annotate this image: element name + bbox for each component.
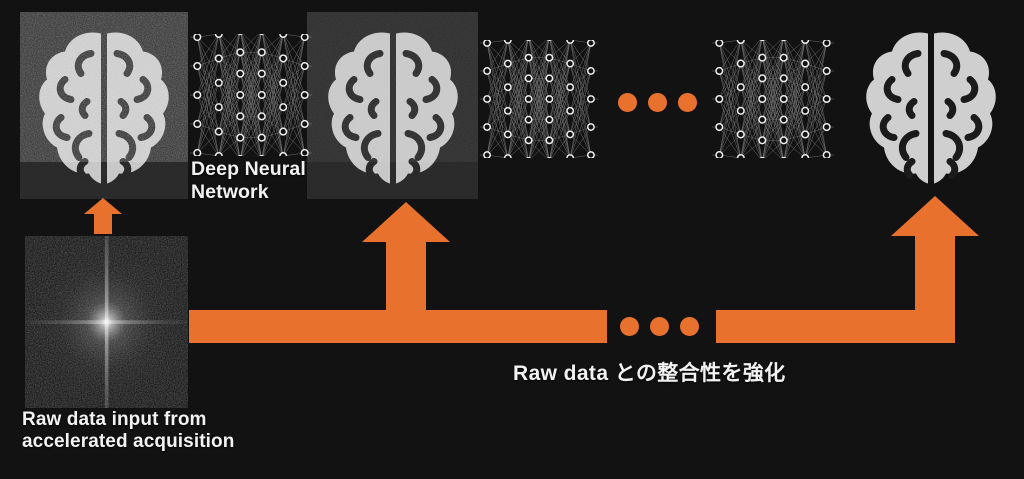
brain-icon <box>327 31 458 184</box>
brain-icon <box>866 31 996 184</box>
ellipsis-dots-top <box>618 93 697 112</box>
ellipsis-dot <box>650 317 669 336</box>
ellipsis-dot <box>678 93 697 112</box>
ellipsis-dot <box>618 93 637 112</box>
final-brain-image-3 <box>845 12 1017 199</box>
denoised-brain-image-2 <box>307 12 478 199</box>
arrow-up-large-left <box>362 202 450 343</box>
data-consistency-bar-right <box>716 310 946 343</box>
arrow-up-large-right <box>891 196 979 343</box>
deep-neural-network-diagram-1 <box>190 26 312 164</box>
data-consistency-label-jp: Raw data との整合性を強化 <box>513 362 786 385</box>
deep-neural-network-diagram-3 <box>712 33 834 165</box>
noisy-brain-image-1 <box>20 12 188 199</box>
kspace-raw-data-image <box>25 236 188 408</box>
deep-neural-network-label: Deep Neural Network <box>191 158 306 203</box>
deep-neural-network-diagram-2 <box>480 33 598 165</box>
ellipsis-dots-bottom <box>620 317 699 336</box>
kspace-pattern <box>25 236 188 408</box>
brain-icon <box>39 31 169 184</box>
arrow-up-small <box>84 198 122 234</box>
ellipsis-dot <box>648 93 667 112</box>
ellipsis-dot <box>620 317 639 336</box>
ellipsis-dot <box>680 317 699 336</box>
raw-data-input-label: Raw data input from accelerated acquisit… <box>22 409 235 453</box>
